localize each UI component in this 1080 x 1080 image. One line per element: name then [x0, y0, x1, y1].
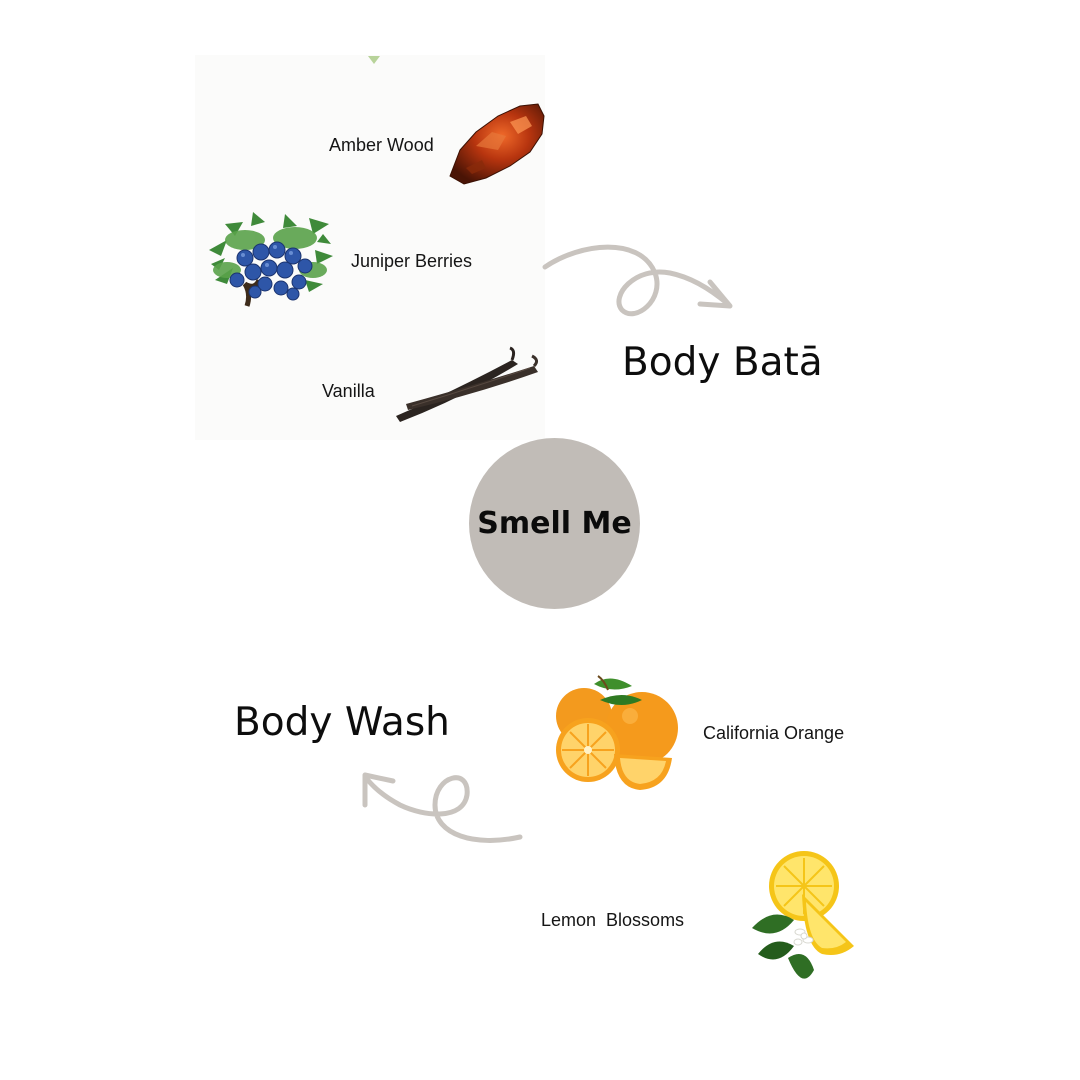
product-title-body-bata: Body Batā [622, 340, 823, 385]
vanilla-pod-icon [396, 346, 539, 422]
arrow-to-body-bata [542, 244, 733, 317]
note-label-lemon-blossoms: Lemon Blossoms [541, 910, 685, 930]
amber-stone-icon [449, 103, 545, 185]
smell-me-label: Smell Me [477, 506, 632, 541]
orange-fruit-icon [556, 675, 678, 790]
note-label-amber-wood: Amber Wood [329, 135, 434, 155]
arrow-to-body-wash [362, 772, 523, 843]
lemon-blossom-icon [752, 851, 854, 979]
note-label-juniper-berries: Juniper Berries [351, 251, 473, 271]
note-label-california-orange: California Orange [703, 723, 845, 743]
smell-me-circle[interactable]: Smell Me [469, 438, 640, 609]
accent-triangle [368, 56, 380, 64]
note-label-vanilla: Vanilla [322, 381, 375, 401]
product-title-body-wash: Body Wash [234, 700, 450, 745]
juniper-berries-icon [209, 212, 333, 307]
